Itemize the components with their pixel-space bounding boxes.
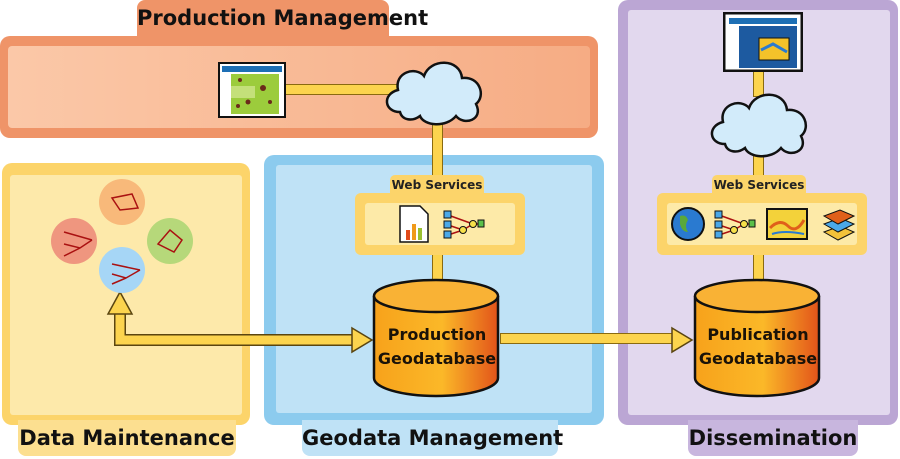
map-icon	[766, 208, 808, 240]
replica-circle-blue	[99, 247, 145, 293]
cloud-icon	[385, 61, 482, 126]
publication-geodatabase-label: Publication Geodatabase	[693, 323, 823, 371]
web-services-inner-geodata	[365, 203, 515, 245]
geodata-management-title: Geodata Management	[302, 426, 564, 450]
production-db-line1: Production	[387, 325, 487, 344]
layers-icon	[822, 209, 856, 241]
replica-network-group	[51, 179, 193, 293]
publication-db-line1: Publication	[707, 325, 809, 344]
replica-circle-green	[147, 218, 193, 264]
replica-circle-orange	[99, 179, 145, 225]
data-maintenance-tab	[18, 420, 236, 456]
arrow-head-right-publication	[671, 326, 694, 354]
replica-circle-red	[51, 218, 97, 264]
production-management-tab	[137, 0, 389, 40]
publication-db-line2: Geodatabase	[698, 349, 818, 368]
production-geodatabase-cylinder	[372, 278, 500, 398]
publication-geodatabase-cylinder	[693, 278, 821, 398]
production-geodatabase-label: Production Geodatabase	[372, 323, 502, 371]
web-map-viewer-icon	[723, 12, 803, 72]
data-maintenance-title: Data Maintenance	[19, 426, 235, 450]
maintenance-arrow-shaft	[115, 312, 355, 345]
report-chart-icon	[399, 205, 429, 243]
web-services-tab-dissemination: Web Services	[712, 175, 806, 195]
cloud-icon-dissemination	[710, 93, 807, 158]
geodata-management-tab	[302, 420, 558, 456]
production-db-line2: Geodatabase	[377, 349, 497, 368]
globe-icon	[671, 207, 705, 241]
web-services-tab-geodata: Web Services	[390, 175, 484, 195]
arrow-head-right-production	[351, 326, 374, 354]
production-management-title: Production Management	[137, 6, 429, 30]
map-application-window-icon	[218, 62, 286, 118]
dissemination-title: Dissemination	[688, 426, 858, 450]
arrow-head-up	[106, 290, 134, 315]
network-graph-icon-dissemination	[714, 210, 756, 239]
network-graph-icon	[443, 210, 485, 239]
dissemination-tab	[688, 420, 858, 456]
